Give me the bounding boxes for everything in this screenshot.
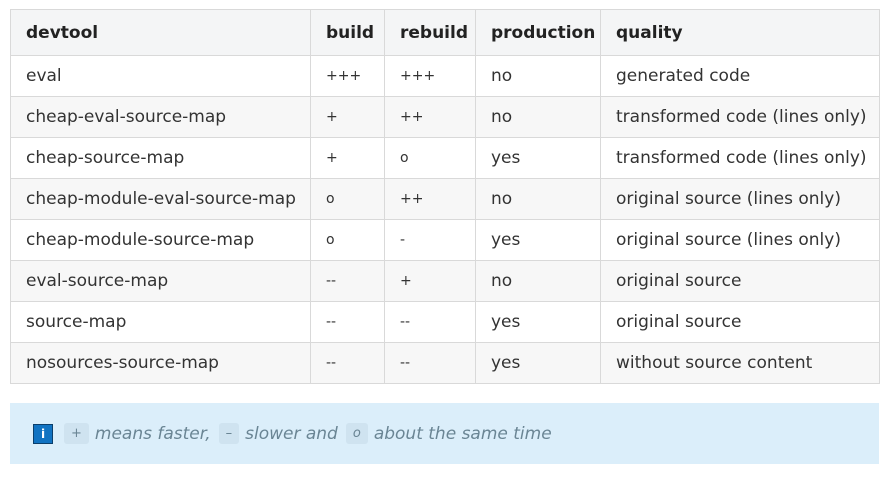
info-icon: i (33, 423, 53, 444)
cell-build: +++ (310, 55, 385, 97)
cell-quality: transformed code (lines only) (600, 96, 880, 138)
cell-production: no (475, 260, 601, 302)
table-row: cheap-source-map + o yes transformed cod… (10, 137, 880, 179)
cell-build: -- (310, 301, 385, 343)
cell-build: -- (310, 260, 385, 302)
legend-tip-box: i + means faster, – slower and o about t… (10, 403, 879, 464)
cell-rebuild: +++ (384, 55, 476, 97)
table-row: eval +++ +++ no generated code (10, 55, 880, 97)
cell-devtool: eval (10, 55, 311, 97)
o-meaning-text: about the same time (373, 423, 552, 444)
table-row: cheap-module-source-map o - yes original… (10, 219, 880, 261)
cell-quality: original source (600, 301, 880, 343)
table-row: cheap-eval-source-map + ++ no transforme… (10, 96, 880, 138)
cell-quality: generated code (600, 55, 880, 97)
cell-production: yes (475, 301, 601, 343)
cell-rebuild: -- (384, 301, 476, 343)
plus-symbol-chip: + (64, 423, 89, 444)
cell-quality: original source (lines only) (600, 219, 880, 261)
cell-rebuild: - (384, 219, 476, 261)
header-build: build (310, 9, 385, 56)
table-row: cheap-module-eval-source-map o ++ no ori… (10, 178, 880, 220)
cell-production: no (475, 96, 601, 138)
o-symbol-chip: o (345, 423, 368, 444)
cell-build: o (310, 178, 385, 220)
cell-rebuild: + (384, 260, 476, 302)
minus-meaning-text: slower and (245, 423, 338, 444)
cell-production: yes (475, 219, 601, 261)
cell-quality: transformed code (lines only) (600, 137, 880, 179)
cell-production: yes (475, 342, 601, 384)
cell-quality: original source (lines only) (600, 178, 880, 220)
cell-build: + (310, 96, 385, 138)
cell-rebuild: ++ (384, 96, 476, 138)
cell-production: no (475, 178, 601, 220)
cell-build: o (310, 219, 385, 261)
plus-meaning-text: means faster, (94, 423, 211, 444)
header-quality: quality (600, 9, 880, 56)
devtool-comparison-table: devtool build rebuild production quality… (10, 9, 880, 384)
cell-build: -- (310, 342, 385, 384)
minus-symbol-chip: – (218, 423, 240, 444)
table-row: eval-source-map -- + no original source (10, 260, 880, 302)
cell-devtool: cheap-module-source-map (10, 219, 311, 261)
cell-rebuild: ++ (384, 178, 476, 220)
table-row: nosources-source-map -- -- yes without s… (10, 342, 880, 384)
cell-devtool: nosources-source-map (10, 342, 311, 384)
cell-production: no (475, 55, 601, 97)
table-row: source-map -- -- yes original source (10, 301, 880, 343)
header-rebuild: rebuild (384, 9, 476, 56)
cell-rebuild: -- (384, 342, 476, 384)
cell-devtool: source-map (10, 301, 311, 343)
cell-devtool: cheap-source-map (10, 137, 311, 179)
cell-devtool: cheap-module-eval-source-map (10, 178, 311, 220)
header-production: production (475, 9, 601, 56)
cell-devtool: eval-source-map (10, 260, 311, 302)
header-devtool: devtool (10, 9, 311, 56)
cell-devtool: cheap-eval-source-map (10, 96, 311, 138)
cell-production: yes (475, 137, 601, 179)
table-header-row: devtool build rebuild production quality (10, 9, 880, 56)
cell-quality: original source (600, 260, 880, 302)
cell-build: + (310, 137, 385, 179)
cell-rebuild: o (384, 137, 476, 179)
cell-quality: without source content (600, 342, 880, 384)
